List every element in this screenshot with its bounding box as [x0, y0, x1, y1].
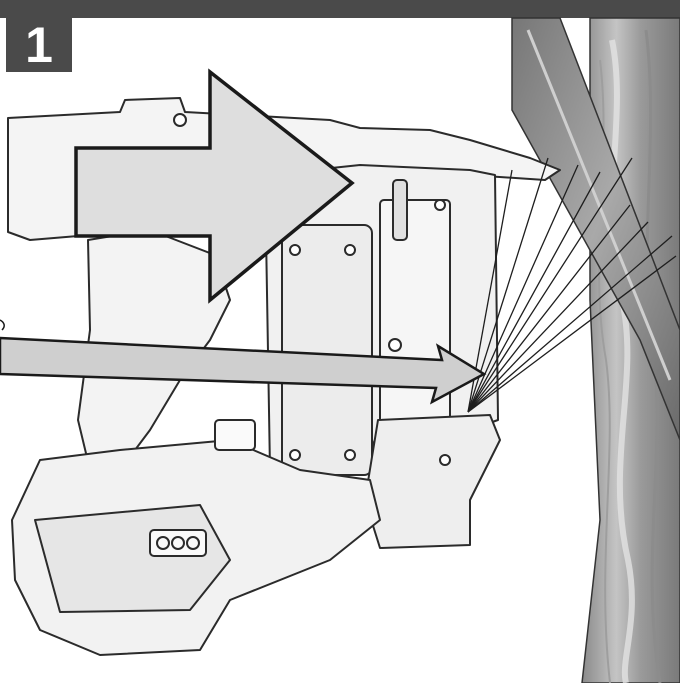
push-arrow-icon — [74, 68, 355, 304]
diagonal-board — [511, 17, 680, 441]
header-bar — [0, 0, 680, 18]
wood-board-icon — [511, 17, 680, 683]
step-number-badge: 1 — [6, 18, 72, 72]
angle-lines-icon — [467, 157, 677, 413]
nose-piece — [364, 414, 501, 549]
wood-grain — [609, 39, 635, 683]
pointer-arrow-icon — [0, 336, 487, 405]
